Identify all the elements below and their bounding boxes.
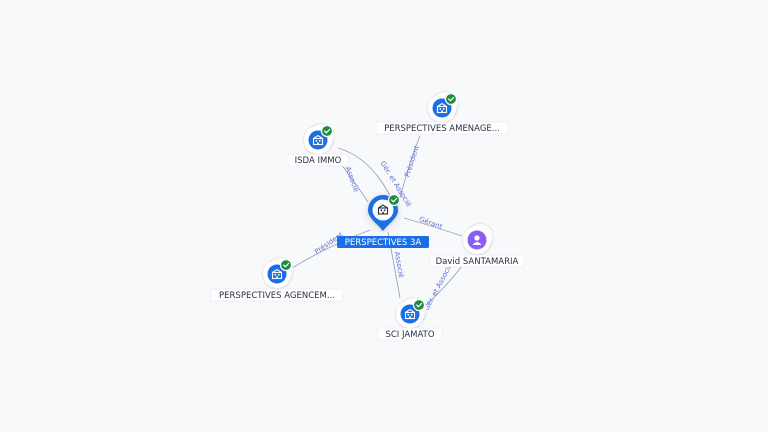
node-label-amenage: PERSPECTIVES AMENAGE... [384,124,500,134]
nodes-layer: PERSPECTIVES 3A ISDA IMMO PERSPECTIVES AME… [210,91,525,341]
check-badge-icon [387,193,401,207]
node-label-jamato: SCI JAMATO [385,330,434,340]
edge-center-amenage [399,135,421,199]
node-center[interactable]: PERSPECTIVES 3A [337,191,429,248]
node-label-isda: ISDA IMMO [295,156,342,166]
edge-label-center-jamato: Associé [393,251,405,278]
node-label-center: PERSPECTIVES 3A [345,238,422,248]
edge-label-center-amenage: Président [403,144,421,178]
check-badge-icon [279,258,293,272]
check-badge-icon [444,92,458,106]
node-amenage[interactable]: PERSPECTIVES AMENAGE... [375,91,509,135]
edge-label-santamaria-jamato: Gér. et Associé [422,262,454,312]
edge-label-santamaria-center: Gérant [418,215,444,231]
node-jamato[interactable]: SCI JAMATO [377,297,443,341]
building-icon [377,204,389,215]
edge-center-agencem [291,229,371,269]
node-agencem[interactable]: PERSPECTIVES AGENCEM... [210,257,344,302]
building-icon [404,308,416,320]
person-icon [472,235,482,245]
building-icon [312,134,324,146]
building-icon [271,268,283,280]
check-badge-icon [412,298,426,312]
node-santamaria[interactable]: David SANTAMARIA [429,223,525,268]
building-icon [436,102,448,114]
node-isda[interactable]: ISDA IMMO [287,123,349,167]
check-badge-icon [320,124,334,138]
node-label-santamaria: David SANTAMARIA [436,257,519,267]
node-label-agencem: PERSPECTIVES AGENCEM... [219,291,335,301]
edge-label-isda-center-associe: Associé [344,166,361,194]
edge-santamaria-center [403,217,463,237]
